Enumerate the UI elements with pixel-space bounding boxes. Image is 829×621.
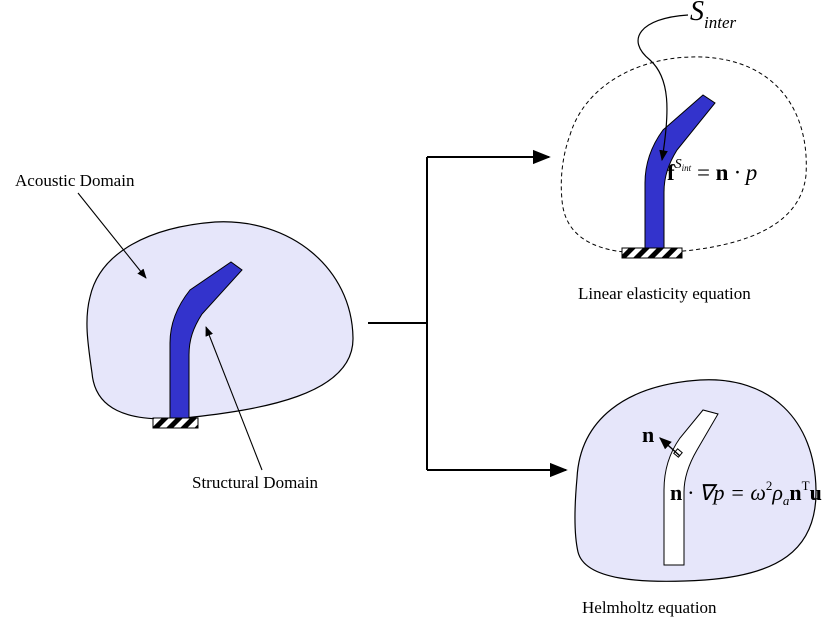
fixed-support xyxy=(152,417,199,429)
acoustic-domain-shape-isolated xyxy=(574,379,817,582)
helmholtz-label: Helmholtz equation xyxy=(582,598,717,617)
force-equation: fSint = n · p xyxy=(667,157,757,185)
structural-beam xyxy=(169,261,243,419)
structural-domain-label: Structural Domain xyxy=(192,473,319,492)
normal-label: n xyxy=(642,422,654,447)
interface-pointer-arrow xyxy=(637,14,689,162)
structural-subproblem xyxy=(560,56,807,259)
acoustic-subproblem xyxy=(574,379,817,582)
structural-pointer-arrow xyxy=(205,326,263,471)
structural-beam-isolated xyxy=(644,94,716,249)
acoustic-domain-shape xyxy=(86,221,354,420)
right-angle-marker xyxy=(673,448,683,458)
interface-label: Sinter xyxy=(690,0,736,32)
coupled-domain xyxy=(86,221,354,429)
helmholtz-bc-equation: n · ∇p = ω2ρanTu xyxy=(670,478,822,508)
normal-vector-arrow xyxy=(659,437,681,457)
split-connector xyxy=(368,149,568,478)
fixed-support-isolated xyxy=(621,247,683,259)
linear-elasticity-label: Linear elasticity equation xyxy=(578,284,751,303)
dashed-interface-boundary xyxy=(560,56,807,254)
acoustic-pointer-arrow xyxy=(77,192,147,279)
acoustic-domain-label: Acoustic Domain xyxy=(15,171,135,190)
